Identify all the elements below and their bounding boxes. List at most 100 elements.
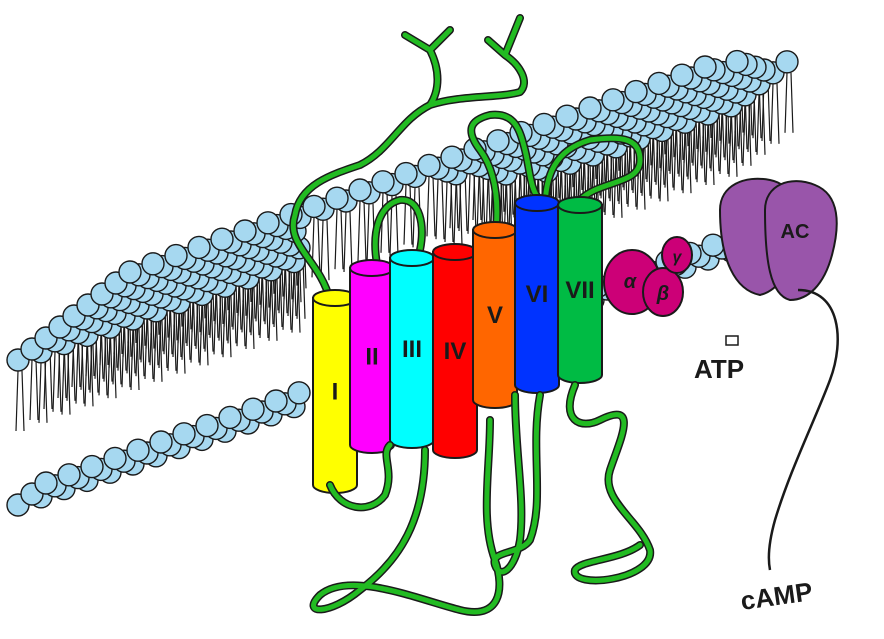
g-alpha-label: α: [624, 271, 638, 293]
lipid-head: [257, 212, 279, 234]
lipid-tail: [62, 355, 64, 415]
atp-label: ATP: [694, 354, 744, 384]
lipid-tail: [468, 174, 470, 234]
lipid-head: [119, 261, 141, 283]
helix-cap: [558, 197, 602, 213]
lipid-head: [58, 464, 80, 486]
lipid-tail: [442, 179, 444, 239]
lipid-tail: [344, 212, 346, 272]
helix-2: II: [350, 260, 394, 453]
lipid-head: [441, 146, 463, 168]
lipid-head: [196, 415, 218, 437]
lipid-tail: [16, 371, 18, 431]
helix-3: III: [390, 250, 434, 448]
lipid-tail: [777, 84, 779, 144]
lipid-head: [648, 72, 670, 94]
lipid-head: [188, 236, 210, 258]
helix-label: VI: [526, 281, 549, 308]
lipid-tail: [791, 73, 793, 133]
g-beta-label: β: [656, 283, 669, 305]
lipid-head: [173, 423, 195, 445]
lipid-head: [418, 154, 440, 176]
lipid-tail: [364, 201, 366, 261]
lipid-tail: [341, 209, 343, 269]
helix-label: IV: [444, 338, 467, 365]
helix-5: V: [473, 222, 517, 408]
camp-label: cAMP: [739, 576, 815, 616]
helix-label: V: [487, 302, 503, 329]
lipid-head: [602, 89, 624, 111]
lipid-head: [726, 51, 748, 73]
helix-cap: [350, 260, 394, 276]
atp-molecule: [726, 336, 738, 345]
adenylyl-cyclase: AC: [720, 179, 837, 300]
g-protein: α β γ: [604, 237, 692, 316]
lipid-head: [265, 390, 287, 412]
helix-label: VII: [565, 277, 594, 304]
lipid-head: [142, 253, 164, 275]
lipid-tail: [410, 185, 412, 245]
lipid-head: [671, 64, 693, 86]
lipid-head: [81, 456, 103, 478]
camp-path-line: [769, 290, 838, 570]
lipid-tail: [327, 220, 329, 280]
ac-label: AC: [781, 221, 810, 243]
lipid-head: [533, 113, 555, 135]
lipid-head: [242, 398, 264, 420]
helix-cap: [473, 222, 517, 238]
lipid-tail: [39, 363, 41, 423]
lipid-head: [372, 171, 394, 193]
lipid-head: [288, 382, 310, 404]
lipid-tail: [53, 352, 55, 412]
lipid-head: [35, 472, 57, 494]
lipid-head: [579, 97, 601, 119]
lipid-tail: [350, 212, 352, 272]
lipid-head: [150, 431, 172, 453]
helix-cap: [390, 250, 434, 266]
lipid-tail: [757, 95, 759, 155]
helix-4: IV: [433, 244, 477, 458]
atp-camp-path: ATP cAMP: [694, 290, 838, 616]
helix-cap: [433, 244, 477, 260]
lipid-tail: [413, 187, 415, 247]
lipid-tail: [30, 360, 32, 420]
lipid-head: [625, 81, 647, 103]
lipid-head: [165, 245, 187, 267]
lipid-tail: [771, 84, 773, 144]
helix-label: II: [365, 344, 378, 371]
lipid-tail: [785, 73, 787, 133]
lipid-head: [694, 56, 716, 78]
lipid-tail: [335, 209, 337, 269]
lipid-tail: [367, 204, 369, 264]
lipid-tail: [76, 344, 78, 404]
helix-label: I: [332, 379, 339, 406]
lipid-head: [219, 406, 241, 428]
helix-cap: [515, 195, 559, 211]
lipid-tail: [358, 201, 360, 261]
lipid-head: [556, 105, 578, 127]
lipid-head: [395, 163, 417, 185]
lipid-tail: [445, 182, 447, 242]
g-gamma-label: γ: [673, 249, 683, 266]
lipid-head: [349, 179, 371, 201]
lipid-head: [104, 447, 126, 469]
lipid-head: [776, 51, 798, 73]
lipid-tail: [433, 176, 435, 236]
lipid-tail: [436, 179, 438, 239]
lipid-head: [326, 187, 348, 209]
lipid-tail: [36, 360, 38, 420]
lipid-tail: [22, 371, 24, 431]
helix-6: VI: [515, 195, 559, 393]
lipid-tail: [404, 185, 406, 245]
lipid-head: [303, 195, 325, 217]
helix-7: VII: [558, 197, 602, 383]
lipid-tail: [454, 185, 456, 245]
lipid-head: [127, 439, 149, 461]
lipid-head: [702, 234, 724, 256]
lipid-tail: [427, 176, 429, 236]
helix-label: III: [402, 336, 422, 363]
lipid-head: [234, 220, 256, 242]
